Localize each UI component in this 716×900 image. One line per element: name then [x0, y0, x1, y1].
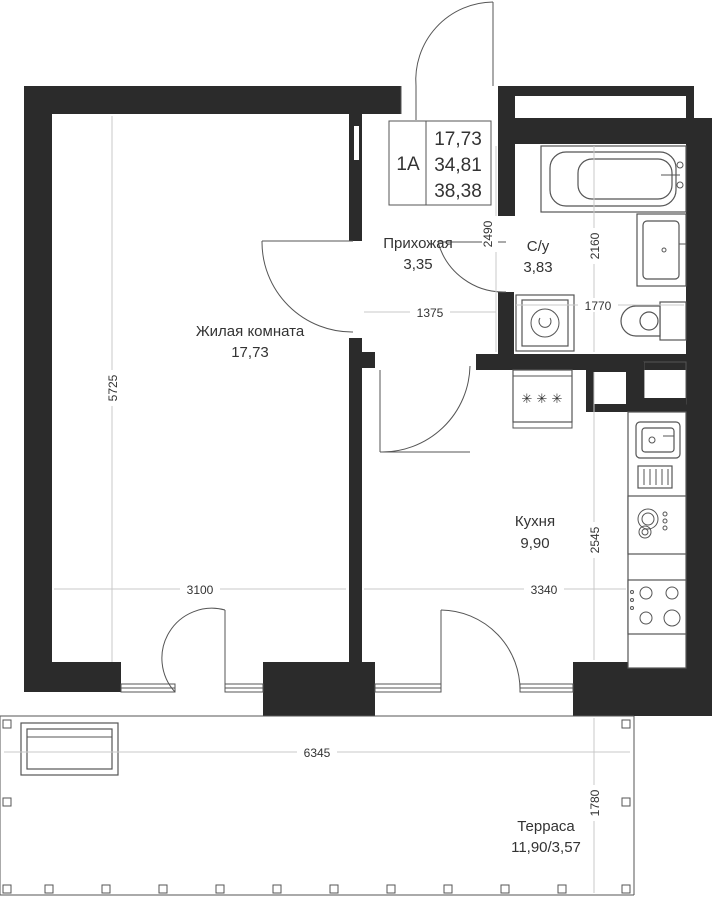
- dim-bath-width: 1770: [585, 299, 612, 313]
- dim-kitchen-height: 2545: [588, 526, 602, 553]
- dim-terrace-depth: 1780: [588, 789, 602, 816]
- hall-name: Прихожая: [383, 235, 453, 252]
- terrace-name: Терраса: [517, 818, 575, 835]
- vent-opening: [524, 97, 686, 117]
- living-area-value: 17,73: [434, 129, 482, 150]
- dim-kitchen-width: 3340: [531, 583, 558, 597]
- dim-living-width: 3100: [187, 583, 214, 597]
- kitchen-name: Кухня: [515, 513, 555, 530]
- column-inset: [354, 126, 359, 160]
- living-room-area: 17,73: [231, 344, 269, 361]
- terrace-area: 11,90/3,57: [511, 839, 581, 856]
- terrace-total-area-value: 38,38: [434, 181, 482, 202]
- kitchen-area: 9,90: [520, 535, 549, 552]
- dim-hall-height: 2490: [481, 220, 495, 247]
- info-box: [388, 120, 492, 206]
- dim-living-height: 5725: [106, 374, 120, 401]
- total-area-value: 34,81: [434, 155, 482, 176]
- stove-icon: ✳ ✳ ✳: [512, 369, 573, 429]
- stove-symbol: ✳ ✳ ✳: [522, 392, 563, 407]
- dishwasher-icon: [627, 495, 687, 555]
- dish-rack-icon: [637, 465, 673, 489]
- living-room-name: Жилая комната: [196, 323, 305, 340]
- dimension-lines: [4, 116, 684, 893]
- hall-area: 3,35: [403, 256, 432, 273]
- apartment-type: 1А: [396, 154, 420, 175]
- kitchen-sink-icon: [635, 421, 681, 459]
- walls: [24, 86, 712, 716]
- terrace: [0, 715, 635, 896]
- shaft-opening: [594, 372, 626, 404]
- dim-bath-height: 2160: [588, 232, 602, 259]
- dim-hall-width: 1375: [417, 306, 444, 320]
- doors: [161, 1, 521, 693]
- toilet-icon: [620, 301, 687, 341]
- cooktop-icon: [627, 579, 687, 635]
- bath-name: С/у: [527, 238, 550, 255]
- bathtub-icon: [540, 145, 687, 213]
- washbasin-icon: [636, 213, 687, 287]
- bath-area: 3,83: [523, 259, 552, 276]
- dim-terrace-width: 6345: [304, 746, 331, 760]
- washing-machine-icon: [515, 294, 575, 352]
